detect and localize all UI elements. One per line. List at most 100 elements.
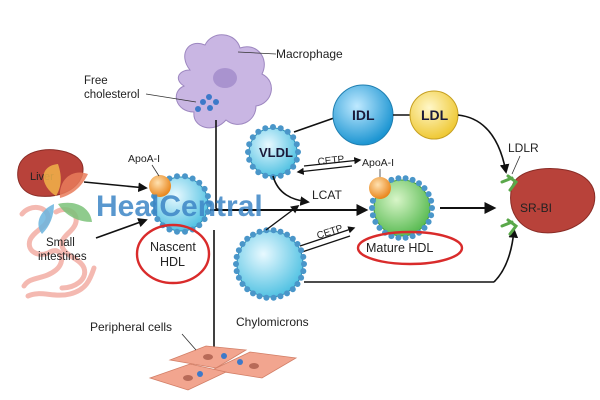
surface-dot: [289, 235, 296, 242]
surface-dot: [416, 180, 422, 187]
surface-dot: [290, 163, 297, 170]
surface-dot: [166, 226, 173, 233]
surface-dot: [189, 175, 196, 182]
surface-dot: [293, 141, 300, 148]
surface-dot: [294, 241, 301, 247]
surface-dot: [201, 185, 208, 192]
vldl-particle: [245, 124, 301, 180]
nascent-hdl-label-2: HDL: [160, 255, 185, 269]
chylomicron-particle: [233, 227, 307, 301]
surface-dot: [402, 234, 409, 241]
surface-dot: [262, 172, 269, 179]
surface-dot: [298, 274, 305, 281]
peripheral-cells: [148, 345, 298, 391]
chylomicrons-label: Chylomicrons: [236, 315, 309, 329]
surface-dot: [284, 169, 291, 176]
surface-dot: [239, 281, 246, 287]
surface-dot: [388, 233, 395, 240]
nascent-hdl-label-1: Nascent: [150, 240, 196, 254]
surface-dot: [151, 208, 158, 215]
surface-dot: [295, 149, 301, 155]
surface-dot: [277, 172, 284, 179]
srbi-receptor: [500, 218, 519, 236]
surface-dot: [206, 201, 212, 207]
watermark-logo: [38, 164, 92, 234]
watermark-text: HealCentral: [96, 190, 263, 223]
surface-dot: [372, 218, 379, 225]
surface-dot: [284, 290, 290, 297]
nascent-hdl-highlight: [135, 223, 211, 285]
surface-dot: [263, 294, 270, 301]
vldl-label: VLDL: [259, 145, 293, 160]
apoa1-left-label: ApoA-I: [128, 153, 160, 165]
surface-dot: [428, 212, 435, 219]
surface-dot: [388, 176, 395, 183]
surface-dot: [182, 173, 188, 180]
surface-dot: [233, 253, 240, 260]
macrophage-nucleus: [213, 68, 237, 88]
surface-dot: [429, 205, 435, 211]
idl-label: IDL: [352, 107, 375, 123]
free-cholesterol-label-1: Free: [84, 75, 108, 87]
surface-dot: [174, 228, 180, 235]
ldl-label: LDL: [421, 107, 449, 123]
peripheral-cells-label: Peripheral cells: [90, 320, 172, 334]
surface-dot: [421, 224, 428, 231]
surface-dot: [289, 286, 296, 293]
surface-dot: [250, 231, 256, 238]
surface-dot: [298, 247, 305, 254]
liver-right: [510, 168, 596, 234]
lcat-label: LCAT: [312, 188, 342, 202]
surface-dot: [246, 141, 253, 148]
macrophage-label: Macrophage: [276, 47, 343, 61]
surface-dot: [204, 208, 211, 215]
surface-dot: [409, 233, 416, 240]
surface-dot: [369, 212, 376, 219]
surface-dot: [277, 293, 284, 300]
surface-dot: [262, 125, 269, 132]
surface-dot: [421, 185, 428, 192]
healcentral-watermark: HealCentral: [38, 164, 263, 234]
surface-dot: [300, 268, 307, 275]
surface-dot: [277, 228, 284, 235]
surface-dot: [270, 227, 277, 234]
surface-dot: [246, 156, 253, 163]
surface-dot: [249, 134, 256, 141]
surface-dot: [290, 134, 297, 141]
surface-dot: [201, 216, 208, 223]
surface-dot: [255, 128, 262, 135]
surface-dot: [270, 124, 276, 130]
surface-dot: [409, 176, 416, 183]
surface-dot: [196, 222, 203, 229]
surface-dot: [301, 261, 307, 267]
apoa1-right-label: ApoA-I: [362, 157, 394, 169]
surface-dot: [244, 235, 251, 242]
surface-dot: [174, 173, 180, 180]
surface-dot: [300, 253, 307, 260]
macrophage-cell: [175, 34, 272, 129]
mature-hdl-label: Mature HDL: [366, 241, 433, 255]
apoa1-left-sphere: [149, 175, 171, 197]
ldlr-label: LDLR: [508, 141, 539, 155]
surface-dot: [256, 228, 263, 235]
srbi-label: SR-BI: [520, 201, 552, 215]
small-intestines-label-2: intestines: [38, 251, 87, 263]
surface-dot: [150, 201, 156, 207]
surface-dot: [235, 247, 242, 254]
small-intestines-label-1: Small: [46, 237, 75, 249]
surface-dot: [244, 286, 251, 293]
surface-dot: [255, 169, 262, 176]
cetp-top-label: CETP: [317, 154, 345, 168]
surface-dot: [284, 128, 291, 135]
surface-dot: [204, 193, 211, 200]
surface-dot: [428, 197, 435, 204]
surface-dot: [250, 290, 256, 297]
surface-dot: [239, 241, 246, 247]
surface-dot: [395, 234, 402, 241]
surface-dot: [182, 228, 188, 235]
surface-dot: [154, 216, 161, 223]
surface-dot: [425, 191, 432, 198]
surface-dot: [395, 175, 402, 182]
surface-dot: [369, 205, 375, 211]
